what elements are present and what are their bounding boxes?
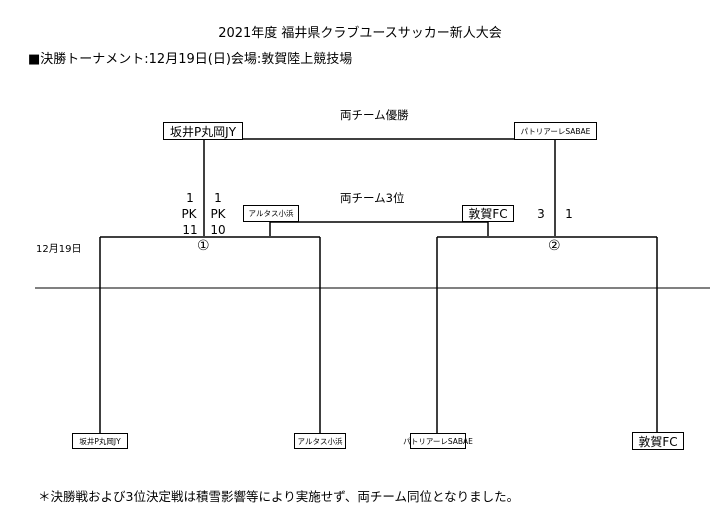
final-result-label: 両チーム優勝 [340,108,409,122]
third-right-box: 敦賀FC [462,205,514,222]
champion-right-box: パトリアーレSABAE [514,122,597,140]
team-box-1: 坂井P丸岡JY [72,433,128,449]
date-label: 12月19日 [36,244,82,255]
team-box-3: パトリアーレSABAE [403,433,473,449]
champion-left-box: 坂井P丸岡JY [163,122,243,140]
footnote: ＊決勝戦および3位決定戦は積雪影響等により実施せず、両チーム同位となりました。 [38,489,520,504]
match2-number: ② [548,238,561,254]
match1-score-right: 1 [214,191,222,205]
match2-score-left: 3 [537,207,545,221]
match1-pk-right: PK [210,207,226,221]
match2-score-right: 1 [565,207,573,221]
team-box-2: アルタス小浜 [294,433,346,449]
third-place-label: 両チーム3位 [340,191,405,205]
third-left-box: アルタス小浜 [243,205,299,222]
match1-score-left: 1 [186,191,194,205]
team-box-4: 敦賀FC [632,432,684,450]
match1-pk-score-right: 10 [210,223,226,237]
page-subtitle: ■決勝トーナメント:12月19日(日)会場:敦賀陸上競技場 [28,52,353,67]
match1-number: ① [197,238,210,254]
match1-pk-left: PK [181,207,197,221]
match1-pk-score-left: 11 [182,223,198,237]
page-title: 2021年度 福井県クラブユースサッカー新人大会 [218,26,502,41]
